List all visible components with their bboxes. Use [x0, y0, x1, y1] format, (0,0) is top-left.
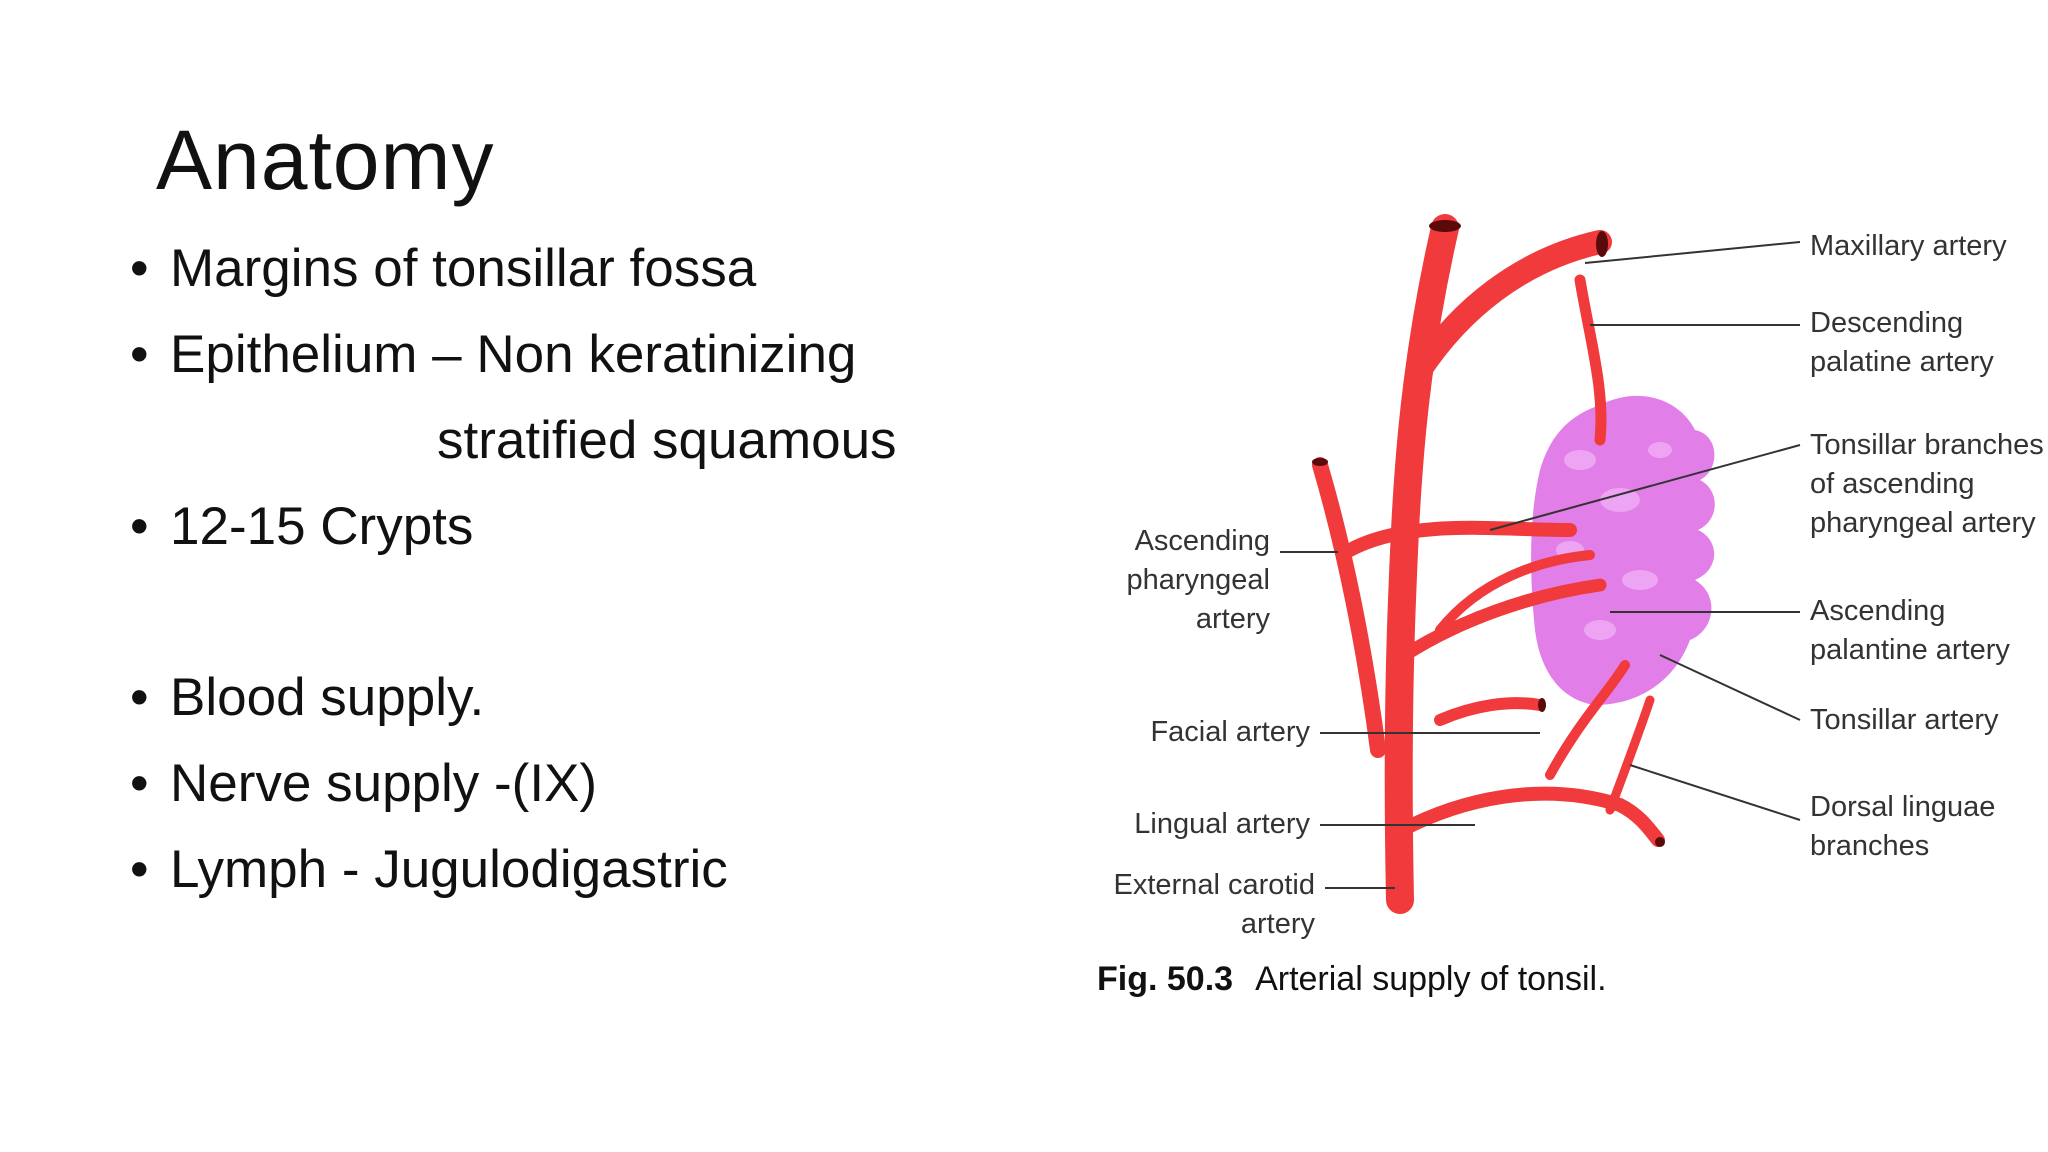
facial-path: [1398, 578, 1607, 662]
leader-lines: [1280, 241, 1801, 889]
label-maxillary-artery: Maxillary artery: [1810, 230, 2007, 262]
bullet-dot: •: [130, 840, 149, 899]
list-item: • Nerve supply -(IX): [130, 757, 597, 810]
bullet-dot: •: [130, 754, 149, 813]
bullet-text: Margins of tonsillar fossa: [170, 239, 757, 298]
descending-palatine-path: [1574, 274, 1607, 446]
artery-vessels: [1312, 214, 1665, 914]
ascending-pharyngeal-path: [1312, 457, 1386, 758]
facial-stub-path: [1434, 697, 1546, 726]
list-item: • Lymph - Jugulodigastric: [130, 843, 728, 896]
lingual-path: [1395, 786, 1665, 847]
label-lingual-artery: Lingual artery: [1134, 808, 1310, 840]
list-item: • Epithelium – Non keratinizing: [130, 328, 856, 381]
tonsil-shape: [1531, 395, 1715, 705]
label-facial-artery: Facial artery: [1150, 716, 1310, 748]
slide-title: Anatomy: [156, 113, 495, 207]
arterial-diagram: [1280, 214, 1801, 914]
list-item: • Margins of tonsillar fossa: [130, 242, 756, 295]
facial-main-path: [1435, 550, 1595, 635]
figure-caption: Fig. 50.3 Arterial supply of tonsil.: [1097, 960, 1607, 999]
bullet-text: Epithelium – Non keratinizing: [170, 325, 857, 384]
bullet-dot: •: [130, 668, 149, 727]
bullet-text: Lymph - Jugulodigastric: [170, 840, 728, 899]
label-tonsillar-artery: Tonsillar artery: [1810, 704, 1999, 736]
caption-text: Arterial supply of tonsil.: [1255, 960, 1607, 998]
bullet-dot: •: [130, 325, 149, 384]
vessel-openings: [1312, 220, 1665, 847]
bullet-continuation: stratified squamous: [437, 411, 897, 470]
list-item: • 12-15 Crypts: [130, 500, 473, 553]
bullet-dot: •: [130, 239, 149, 298]
tonsillar-branch-path: [1343, 520, 1577, 557]
bullet-text: 12-15 Crypts: [170, 497, 474, 556]
maxillary-branch-path: [1408, 230, 1612, 382]
bullet-list: • Margins of tonsillar fossa • Epithelium …: [0, 0, 1000, 1152]
list-item: • Blood supply.: [130, 671, 484, 724]
tonsil-mottle: [1556, 442, 1672, 640]
dorsal-branch-path: [1545, 660, 1630, 780]
bullet-text: Blood supply.: [170, 668, 485, 727]
bullet-text: Nerve supply -(IX): [170, 754, 598, 813]
dorsal-branch-2-path: [1605, 695, 1655, 815]
caption-number: Fig. 50.3: [1097, 960, 1234, 998]
bullet-dot: •: [130, 497, 149, 556]
